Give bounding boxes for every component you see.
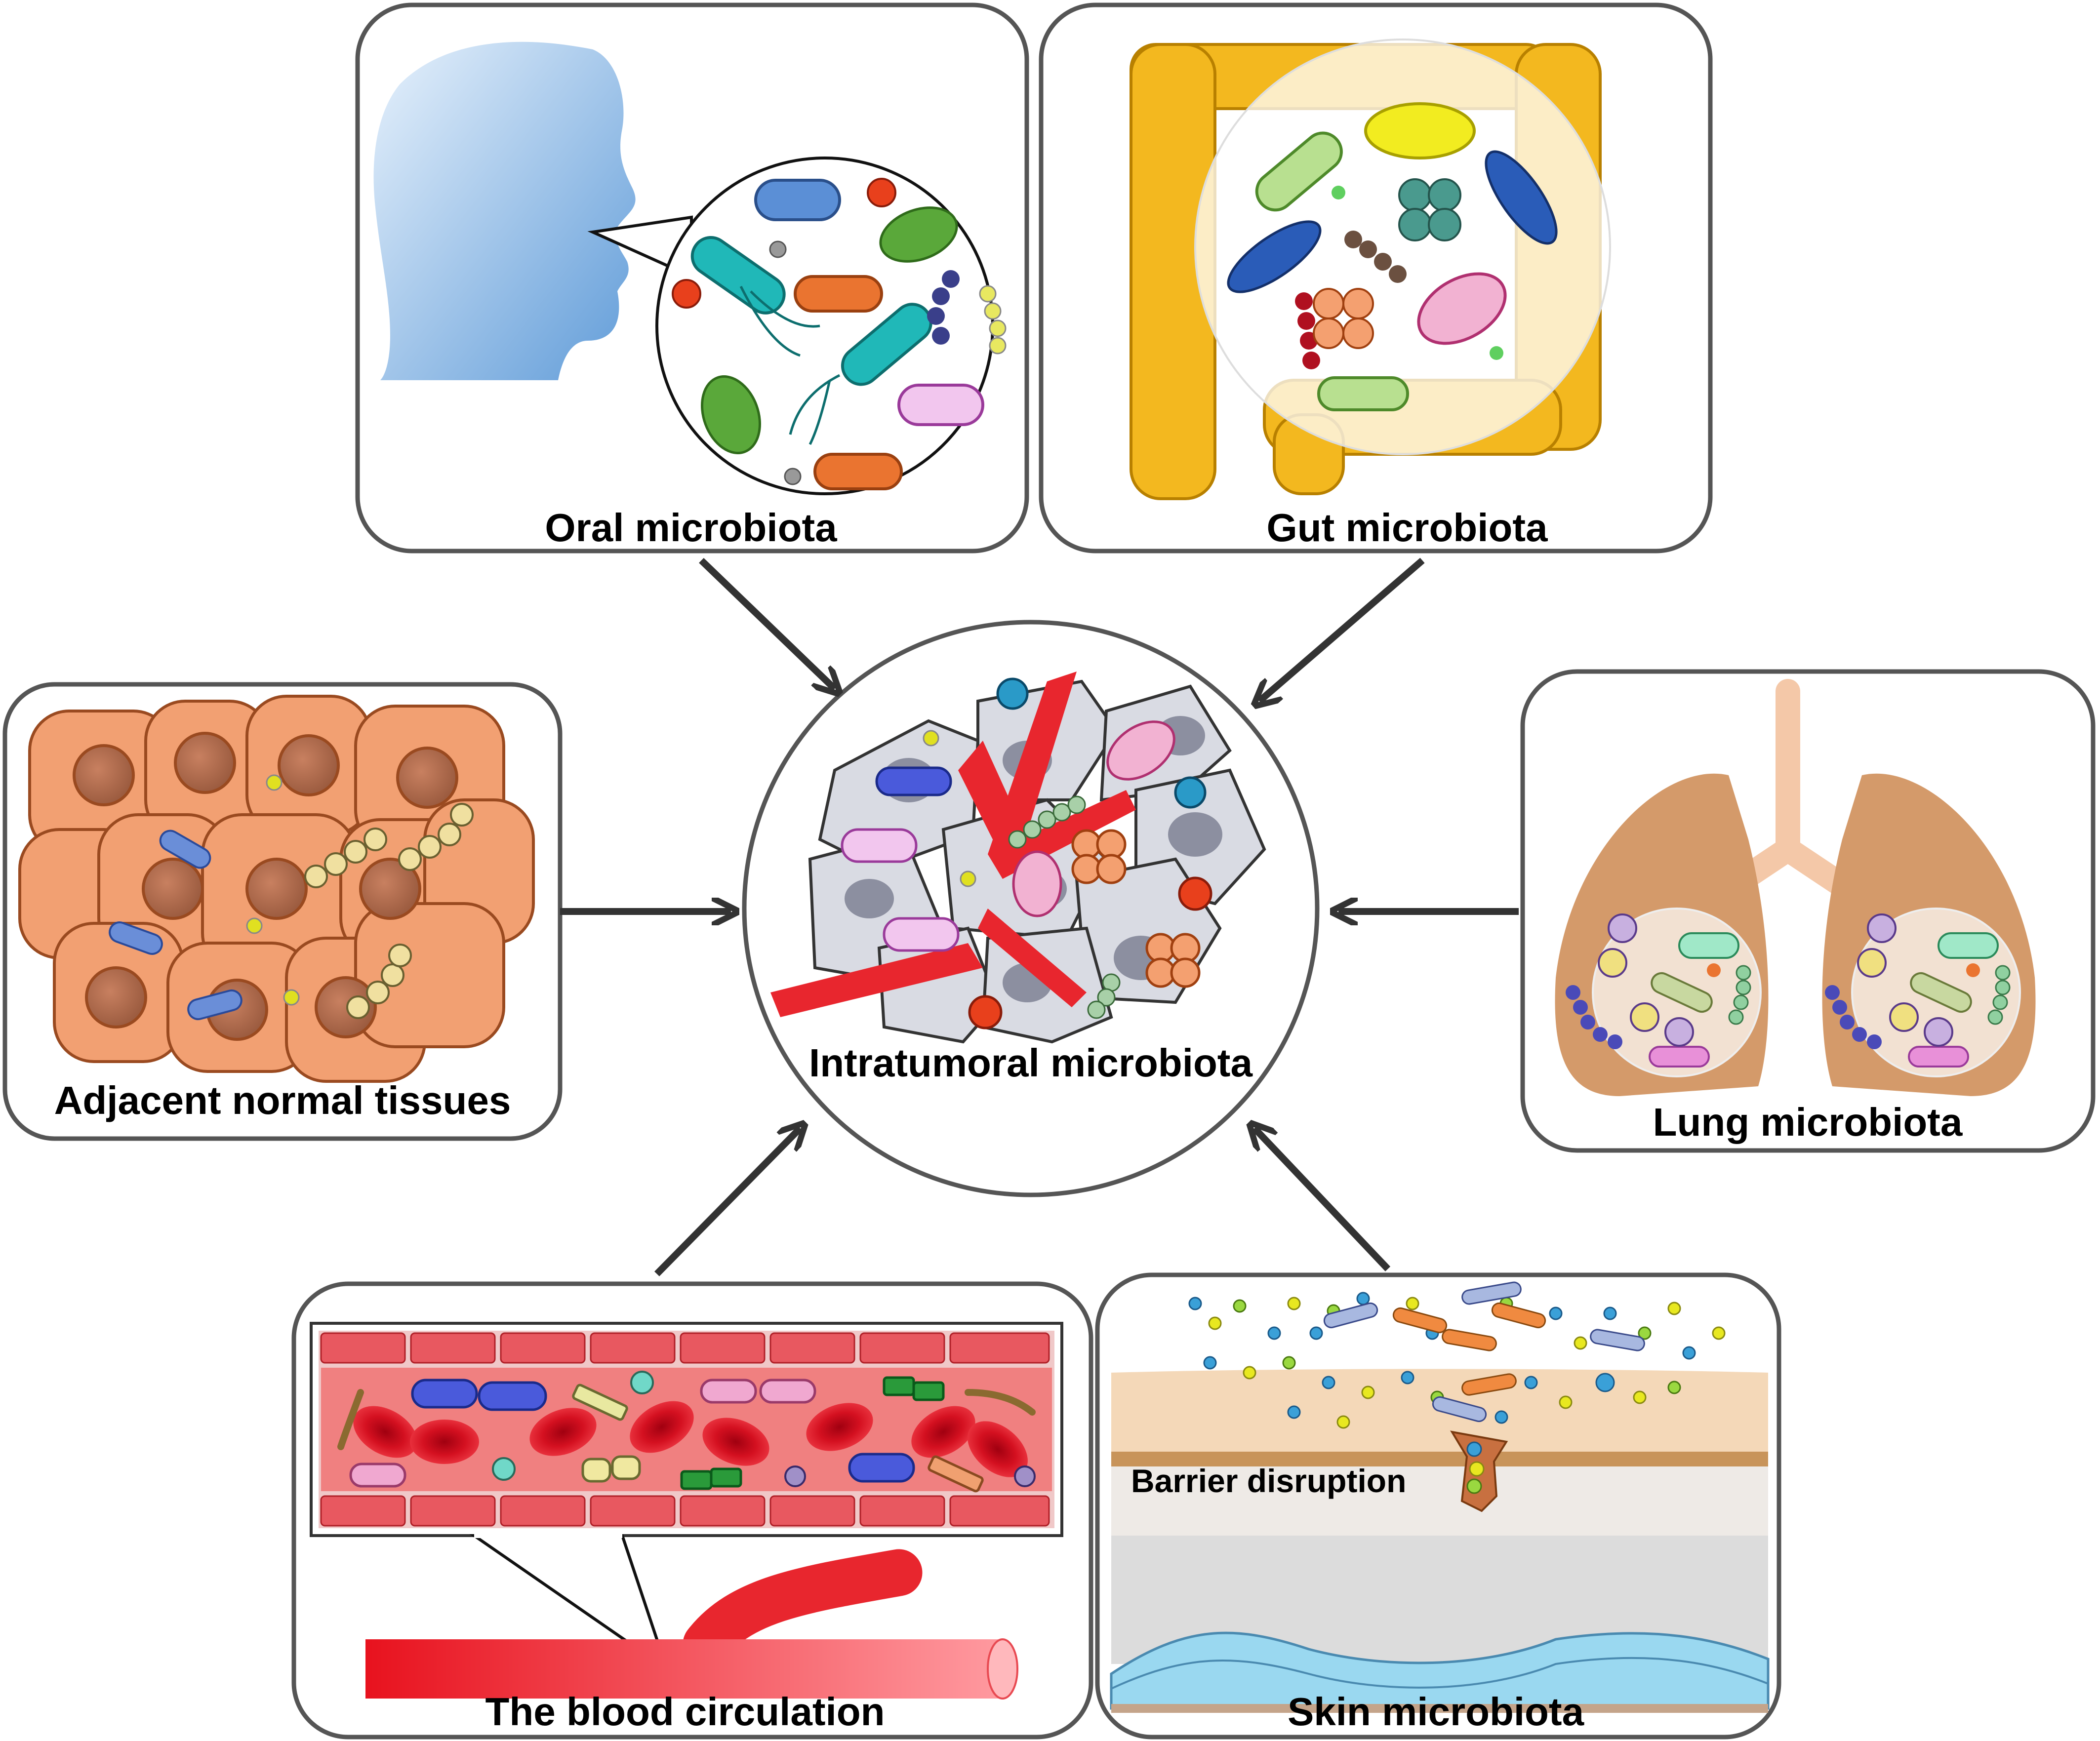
arrow-skin-to-center bbox=[1254, 1128, 1391, 1271]
blood-label: The blood circulation bbox=[485, 1690, 885, 1734]
oral-bacteria-icons bbox=[672, 178, 1007, 490]
arrows bbox=[560, 557, 1519, 1276]
arrow-blood-to-center bbox=[654, 1128, 800, 1276]
intratumoral-center: Intratumoral microbiota bbox=[742, 620, 1320, 1197]
skin-label: Skin microbiota bbox=[1288, 1690, 1584, 1734]
oral-label: Oral microbiota bbox=[545, 506, 837, 550]
arrow-oral-to-center bbox=[699, 557, 835, 689]
skin-panel: Barrier disruption Skin microbiota bbox=[1095, 1272, 1781, 1740]
gut-zoom-circle bbox=[1194, 39, 1611, 455]
artery-icon bbox=[365, 1549, 1018, 1700]
cell-sheet-icon bbox=[18, 695, 535, 1083]
center-label: Intratumoral microbiota bbox=[809, 1041, 1252, 1085]
gut-panel: Gut microbiota bbox=[1039, 2, 1713, 554]
barrier-disruption-label: Barrier disruption bbox=[1131, 1463, 1406, 1499]
head-icon bbox=[373, 41, 636, 380]
adjacent-panel: Adjacent normal tissues bbox=[2, 682, 563, 1141]
lung-bacteria-icons bbox=[1566, 913, 2011, 1068]
arrow-gut-to-center bbox=[1259, 557, 1425, 701]
skin-section-icon bbox=[1110, 1369, 1770, 1713]
adjacent-bacteria-icons bbox=[109, 774, 474, 1021]
lung-panel: Lung microbiota bbox=[1520, 669, 2096, 1153]
gut-bacteria-icons bbox=[1227, 102, 1558, 411]
gut-label: Gut microbiota bbox=[1267, 506, 1548, 550]
blood-panel: The blood circulation bbox=[291, 1281, 1093, 1740]
adjacent-label: Adjacent normal tissues bbox=[54, 1078, 511, 1122]
lung-label: Lung microbiota bbox=[1653, 1100, 1963, 1144]
tumor-bacteria-icons bbox=[841, 677, 1212, 1029]
oral-panel: Oral microbiota bbox=[355, 2, 1029, 554]
skin-bacteria-icons bbox=[1188, 1281, 1726, 1494]
blood-vessel-icon bbox=[319, 1331, 1054, 1528]
